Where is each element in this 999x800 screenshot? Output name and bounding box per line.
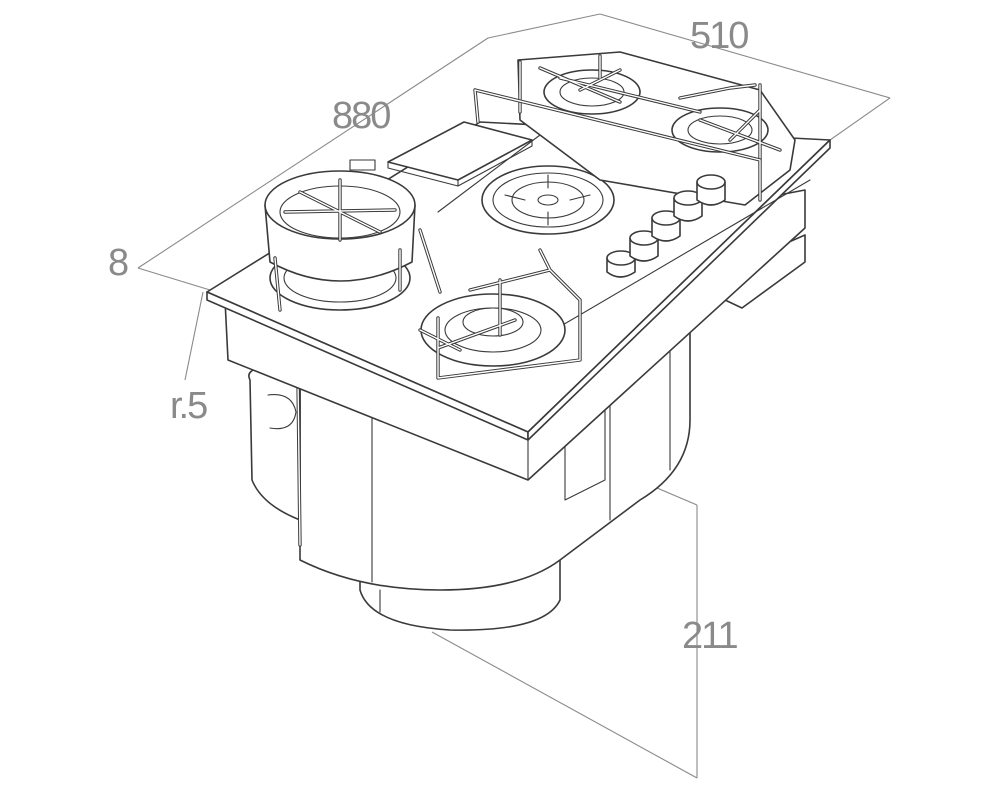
- dimension-labels: 510 880 8 r.5 211: [108, 15, 750, 657]
- griddle-plate: [387, 121, 533, 187]
- front-burner: [418, 228, 582, 380]
- knob-4[interactable]: [673, 190, 703, 222]
- back-burner-grate: [473, 51, 796, 206]
- width-dimension-label: 510: [690, 15, 748, 57]
- control-knobs: [606, 174, 726, 278]
- knob-2[interactable]: [629, 230, 659, 262]
- knob-1[interactable]: [606, 250, 636, 278]
- radius-dimension-label: r.5: [170, 385, 207, 427]
- knob-5[interactable]: [696, 174, 726, 206]
- height-dimension-label: 211: [682, 615, 737, 657]
- center-burner: [481, 165, 615, 235]
- depth-dimension-label: 880: [332, 95, 390, 137]
- thickness-dimension-label: 8: [108, 242, 128, 284]
- wok-burner: [264, 159, 416, 312]
- knob-3[interactable]: [651, 210, 681, 242]
